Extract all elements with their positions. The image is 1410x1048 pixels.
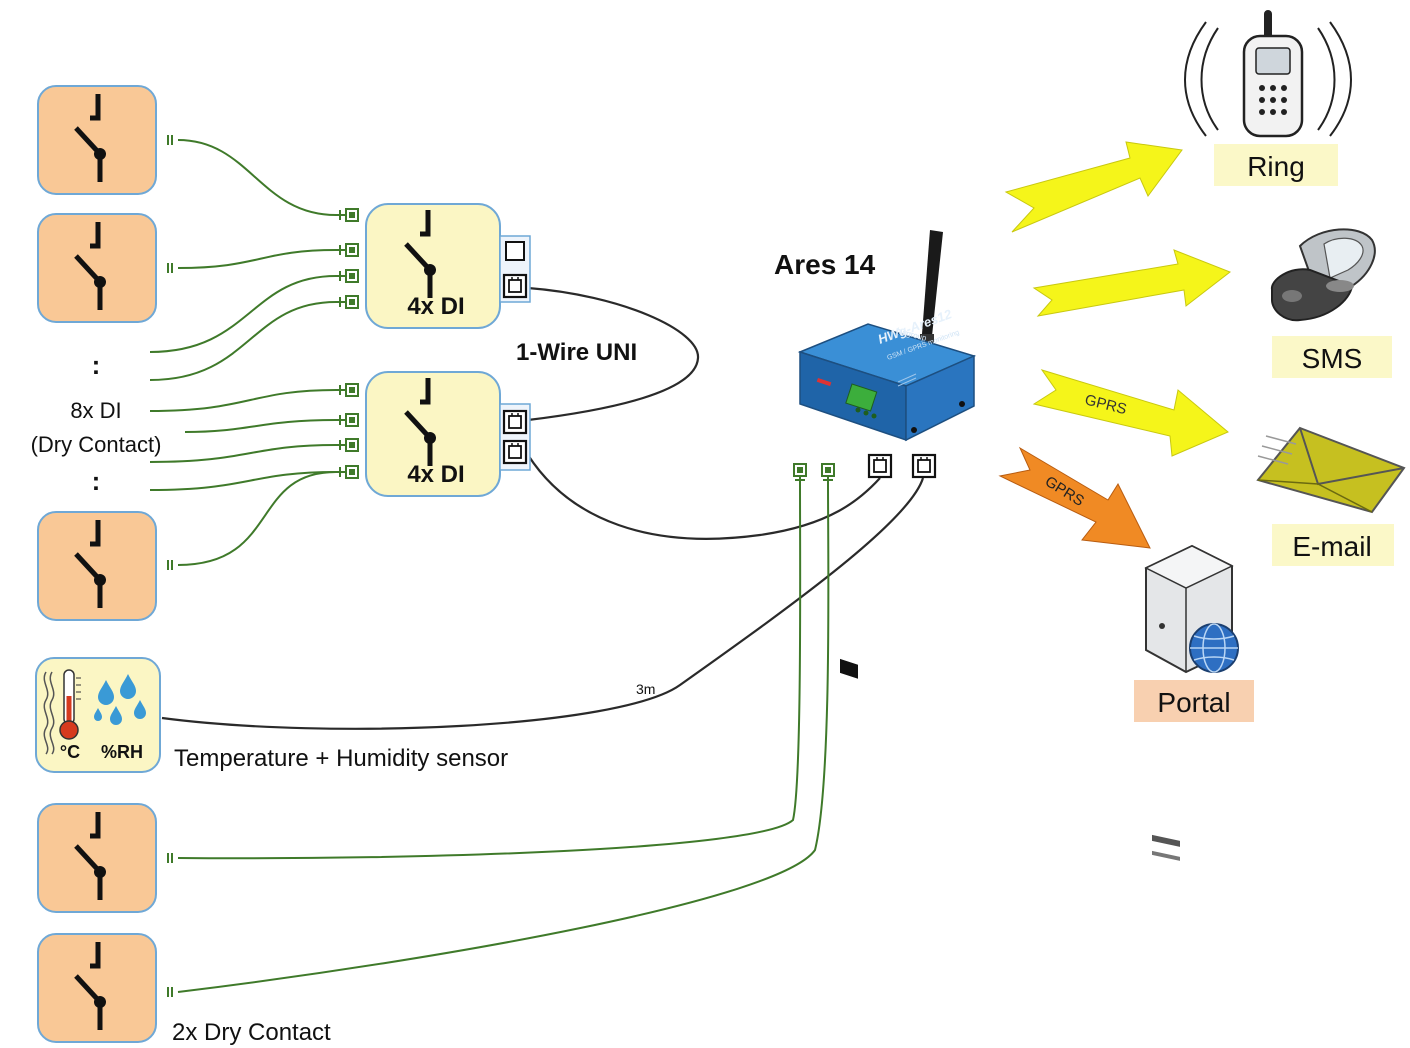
arrow-email: GPRS [1032,369,1229,457]
inputs-type-label: (Dry Contact) [31,432,162,457]
wire-contact1 [177,139,337,216]
rj-port-icon [502,273,528,299]
wire-1wire-loop [527,286,700,422]
wire-in5 [149,389,337,412]
module-2-label: 4x DI [407,461,464,488]
green-port-icon [335,269,359,283]
arrow-portal: GPRS [998,446,1151,549]
green-port-icon [821,463,835,484]
device-name: Ares 14 [774,249,876,280]
rj-port-icon [867,453,893,479]
wire-in7 [149,444,337,463]
sms-label: SMS [1302,343,1363,374]
green-port-icon [335,413,359,427]
wire-in3 [149,275,337,353]
rj-port-icon [911,453,937,479]
wire-dry1 [177,481,802,860]
dots-bottom: : [92,466,101,496]
server-globe-icon [1144,544,1239,861]
dry-contact-1 [37,803,173,913]
green-port-icon [335,243,359,257]
droplets-icon [94,674,146,725]
ring-label: Ring [1247,151,1305,182]
sensor-unit-rh: %RH [101,742,143,762]
dry-contact-2 [37,933,173,1043]
module-1-label: 4x DI [407,293,464,320]
wire-in8 [149,471,337,491]
wire-module-to-device [527,454,881,540]
dots-top: : [92,350,101,380]
wires [149,139,925,993]
arrow-sms [1032,249,1232,317]
green-port-icon [335,465,359,479]
temp-humidity-sensor: °C %RH [35,657,161,773]
sensor-label: Temperature + Humidity sensor [174,745,508,772]
wire-contact3 [177,471,337,566]
green-port-icon [335,383,359,397]
email-label: E-mail [1292,531,1371,562]
di-module-1: 4x DI [335,203,531,329]
envelope-icon [1256,426,1406,514]
portal-label: Portal [1157,687,1230,718]
wave-icon [43,671,55,755]
inputs-count-label: 8x DI [70,398,121,423]
wire-in6 [184,419,337,433]
flip-phone-icon [1270,228,1376,322]
cable-length-label: 3m [636,681,655,697]
sensor-unit-c: °C [60,742,80,762]
green-port-icon [793,463,807,484]
ringing-phone-icon [1184,10,1352,138]
green-port-icon [335,208,359,222]
contact-2 [37,213,173,323]
green-port-icon [335,438,359,452]
wire-contact2 [177,249,337,269]
dry-contacts-label: 2x Dry Contact [172,1019,331,1046]
rj-port-icon [502,409,528,435]
wire-sensor-to-device [161,477,925,730]
green-port-icon [335,295,359,309]
contact-3 [37,511,173,621]
wire-dry2 [177,481,830,993]
bus-label: 1-Wire UNI [516,339,637,366]
rj-port-icon [502,439,528,465]
contact-1 [37,85,173,195]
wire-in4 [149,301,337,381]
device-ports [793,453,937,484]
di-module-2: 4x DI [335,371,531,497]
arrow-ring [1004,141,1183,233]
thermometer-icon [59,669,81,740]
